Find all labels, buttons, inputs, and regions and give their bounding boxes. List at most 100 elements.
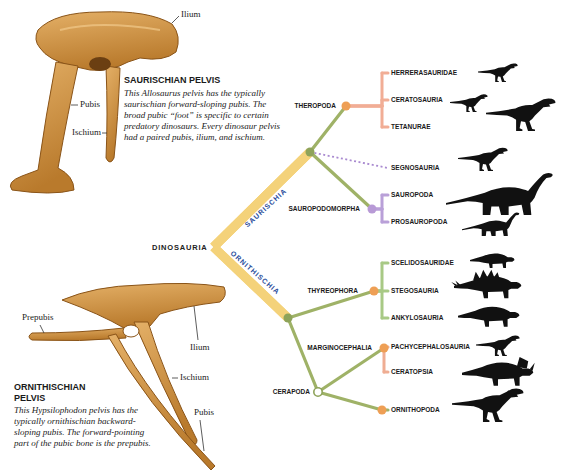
branch-node-dot [306,148,315,157]
branch-segment [310,152,388,168]
branch-segment [318,348,384,392]
branch-segment [384,371,388,374]
branch-segment [310,106,346,152]
part-label: Ilium [181,9,201,20]
taxon-name: CERAPODA [273,388,310,396]
branch-segment [381,106,384,127]
clade-label: THYREOPHORA [305,286,374,296]
taxon-name: SCELIDOSAURIDAE [391,259,454,267]
dinosaur-silhouette [458,307,519,327]
branch-segment [346,105,382,108]
dinosaur-silhouettes [446,63,555,422]
branch-line [346,73,388,106]
taxon-name: PACHYCEPHALOSAURIA [391,343,470,351]
leader-line [172,16,179,23]
branch-line [346,106,388,127]
part-label: Ilium [190,342,210,353]
part-label: Ischium [72,127,101,138]
caption-heading-box: ORNITHISCHIAN PELVIS [14,382,106,404]
pubis-bone [108,334,215,470]
branch-segment [288,291,374,318]
branch-line [318,348,384,392]
branch-segment [214,247,288,318]
branch-segment [214,247,288,318]
taxon-name: THEROPODA [294,102,336,110]
part-label: Pubis [80,99,100,110]
branch-segment [381,291,384,318]
branch-line [214,152,372,247]
branch-segment [382,262,388,265]
part-label: Pubis [194,407,214,418]
taxon-name: STEGOSAURIA [391,287,439,295]
taxon-label: SCELIDOSAURIDAE [388,258,456,268]
branch-segment [381,263,384,291]
branch-line [214,247,374,318]
part-label-box: Ischium [72,127,101,138]
branch-segment [214,152,310,247]
taxon-label: ANKYLOSAURIA [388,313,445,323]
leader-line [102,133,107,134]
branch-line [374,291,388,318]
branch-segment [381,195,384,209]
taxon-label: PROSAUROPODA [388,217,449,227]
branch-node-dot [314,388,322,396]
dinosaur-silhouette [450,94,488,112]
leader-line [40,325,44,333]
branch-segment [382,221,388,224]
branch-node-dot [380,344,389,353]
leader-line [194,306,198,340]
dinosaur-silhouette [452,389,523,422]
branch-line [318,392,388,410]
dinosaur-silhouette [446,173,553,215]
taxon-label: CERATOPSIA [388,367,435,377]
part-label-box: Pubis [194,407,214,418]
dinosaur-silhouette [458,148,508,171]
hip-socket [89,57,111,71]
branch-dots [284,102,389,415]
branch-node-dot [342,102,351,111]
branch-segment [382,194,388,197]
clade-label: CERAPODA [271,387,318,397]
ischium-bone [106,66,120,162]
branch-segment [214,152,310,247]
hip-socket [123,325,139,337]
branch-segment [288,318,318,392]
caption-text-box: This Hypsilophodon pelvis has the typica… [14,405,159,449]
taxon-label: PACHYCEPHALOSAURIA [388,342,472,352]
part-label: Ischium [180,372,209,383]
branch-segment [346,105,382,108]
taxon-name: SAUROPODA [391,191,433,199]
taxon-label: CERATOSAURIA [388,95,445,105]
branch-segment [382,317,388,320]
taxon-name: THYREOPHORA [307,287,358,295]
clade-label: SAUROPODOMORPHA [286,204,372,214]
taxon-label: SEGNOSAURIA [388,163,441,173]
branch-node-dot [370,287,379,296]
caption-text: This Hypsilophodon pelvis has the typica… [14,405,159,449]
caption-text-box: This Allosaurus pelvis has the typically… [124,88,286,143]
branch-segment [382,99,388,102]
branch-node-dot [378,406,387,415]
clade-label: MARGINOCEPHALIA [305,343,384,353]
branch-segment [382,126,388,129]
pubis-bone [10,62,78,193]
part-label-box: Ilium [190,342,210,353]
taxon-label: ORNITHOPODA [388,405,442,415]
taxon-name: ORNITHOPODA [391,406,440,414]
dinosaur-silhouette [462,357,535,386]
taxon-label: HERRERASAURIDAE [388,68,459,78]
part-label-box: Ischium [180,372,209,383]
dinosaur-silhouette [478,63,518,82]
branch-segment [318,392,382,410]
taxon-label: STEGOSAURIA [388,286,441,296]
taxon-name: ANKYLOSAURIA [391,314,443,322]
branch-node-dot [368,205,377,214]
leader-line [200,420,204,451]
dinosaur-silhouette [462,213,519,236]
taxon-name: SAUROPODOMORPHA [288,205,360,213]
ilium-bone [62,283,225,328]
taxon-name: CERATOPSIA [391,368,433,376]
